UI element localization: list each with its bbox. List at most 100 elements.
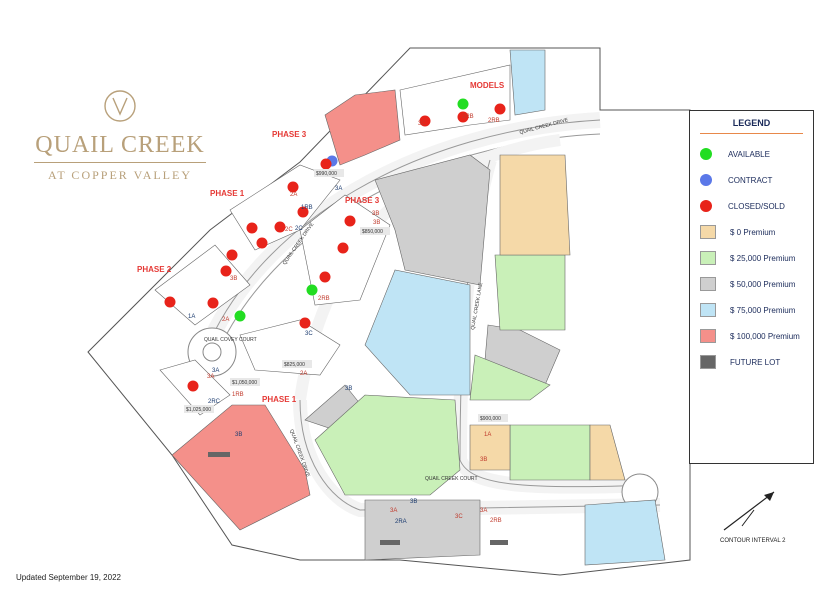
- lot-label: 2A: [290, 192, 297, 198]
- lot-label: 3C: [418, 121, 426, 127]
- status-dot[interactable]: [494, 103, 506, 115]
- phase-label: PHASE 1: [210, 189, 245, 198]
- status-dot[interactable]: [187, 380, 199, 392]
- lot-premium-25k[interactable]: [469, 354, 551, 401]
- lot-premium-75k[interactable]: [509, 49, 546, 116]
- lot-label: 3B: [480, 457, 487, 463]
- lot-premium-0[interactable]: [469, 424, 511, 471]
- legend-label: $ 50,000 Premium: [730, 279, 796, 289]
- lot-premium-25k[interactable]: [314, 394, 461, 496]
- price-tag-text: $900,000: [480, 416, 501, 422]
- lot-premium-0[interactable]: [589, 424, 626, 481]
- future-lots: [208, 452, 508, 545]
- legend-label: $ 25,000 Premium: [730, 253, 796, 263]
- lot-label: 3C: [455, 514, 463, 520]
- status-dot[interactable]: [320, 158, 332, 170]
- lot-label: 3A: [480, 508, 487, 514]
- phase-label: PHASE 1: [262, 395, 297, 404]
- status-dot[interactable]: [344, 215, 356, 227]
- phase-label: MODELS: [470, 81, 505, 90]
- updated-date: Updated September 19, 2022: [16, 573, 121, 582]
- status-dot[interactable]: [297, 206, 309, 218]
- price-tags: $990,000$850,000$1,025,000$825,000$1,050…: [184, 169, 508, 422]
- lot-label: 3A: [335, 186, 342, 192]
- legend-label: $ 100,000 Premium: [730, 331, 800, 341]
- status-dot[interactable]: [337, 242, 349, 254]
- status-dot[interactable]: [419, 115, 431, 127]
- lot-label: 1A: [188, 314, 195, 320]
- lot-label: 2C: [295, 226, 303, 232]
- lot-label: 3B: [345, 386, 352, 392]
- lot-label: 2RB: [462, 114, 474, 120]
- legend-dot-icon: [700, 148, 712, 160]
- legend-divider: [700, 133, 803, 134]
- status-dot[interactable]: [457, 111, 469, 123]
- lot-unshaded[interactable]: [399, 64, 511, 136]
- price-tag: $1,050,000: [230, 378, 260, 386]
- status-dot[interactable]: [256, 237, 268, 249]
- street-creek-court: QUAIL CREEK COURT: [425, 476, 478, 482]
- status-dot[interactable]: [287, 181, 299, 193]
- status-dot[interactable]: [234, 310, 246, 322]
- lot-premium-50k[interactable]: [364, 499, 481, 561]
- lot-label: 2C: [285, 227, 293, 233]
- lot-unshaded[interactable]: [154, 244, 251, 326]
- price-tag-text: $990,000: [316, 171, 337, 177]
- lot-premium-25k[interactable]: [494, 254, 566, 331]
- status-dot[interactable]: [207, 297, 219, 309]
- legend-title: LEGEND: [732, 118, 771, 128]
- lot-labels: 3A3B2RB2C3B3B1A3B2A3C2RB2A2RC1RB3A3B3A3A…: [188, 114, 502, 525]
- status-dot[interactable]: [220, 265, 232, 277]
- legend-label: CONTRACT: [728, 175, 773, 185]
- status-dot[interactable]: [319, 271, 331, 283]
- status-dot[interactable]: [274, 221, 286, 233]
- lot-label: 3B: [372, 211, 379, 217]
- lot-unshaded[interactable]: [239, 319, 341, 376]
- lot-premium-50k[interactable]: [374, 154, 491, 286]
- legend-item: CONTRACT: [700, 173, 772, 187]
- status-markers: [164, 98, 506, 392]
- status-dot[interactable]: [226, 249, 238, 261]
- legend-item: CLOSED/SOLD: [700, 199, 785, 213]
- legend-swatch: [700, 355, 716, 369]
- legend-item: FUTURE LOT: [700, 355, 780, 369]
- lot-label: 2RB: [490, 518, 502, 524]
- lot-premium-100k[interactable]: [171, 404, 311, 531]
- street-covey-court: QUAIL COVEY COURT: [204, 337, 257, 343]
- lot-label: 3B: [235, 432, 242, 438]
- lot-label: 2A: [222, 317, 229, 323]
- lot-premium-75k[interactable]: [364, 269, 471, 396]
- phase-label: PHASE 3: [272, 130, 307, 139]
- legend-item: AVAILABLE: [700, 147, 770, 161]
- phase-label: PHASE 3: [345, 196, 380, 205]
- lot-label: 3B: [410, 499, 417, 505]
- lot-premium-0[interactable]: [499, 154, 571, 256]
- lot-premium-75k[interactable]: [584, 499, 666, 566]
- status-dot[interactable]: [457, 98, 469, 110]
- price-tag-text: $1,025,000: [186, 407, 211, 413]
- status-dot[interactable]: [306, 284, 318, 296]
- legend-dot-icon: [700, 174, 712, 186]
- price-tag: $850,000: [360, 227, 390, 235]
- lot-label: 3A: [207, 374, 214, 380]
- lot-label: 2RA: [395, 519, 407, 525]
- status-dot[interactable]: [246, 222, 258, 234]
- legend-item: $ 50,000 Premium: [700, 277, 795, 291]
- price-tag-text: $850,000: [362, 229, 383, 235]
- legend-item: $ 0 Premium: [700, 225, 775, 239]
- lot-unshaded[interactable]: [229, 164, 341, 251]
- logo-subtitle: AT COPPER VALLEY: [47, 168, 193, 182]
- legend-swatch: [700, 251, 716, 265]
- legend-swatch: [700, 225, 716, 239]
- status-dot[interactable]: [299, 317, 311, 329]
- lot-premium-25k[interactable]: [509, 424, 591, 481]
- status-dot[interactable]: [164, 296, 176, 308]
- lot-label: 2RC: [208, 399, 221, 405]
- legend-swatch: [700, 329, 716, 343]
- lot-label: 2A: [300, 371, 307, 377]
- lot-label: 3A: [390, 508, 397, 514]
- lot-premium-100k[interactable]: [324, 89, 401, 166]
